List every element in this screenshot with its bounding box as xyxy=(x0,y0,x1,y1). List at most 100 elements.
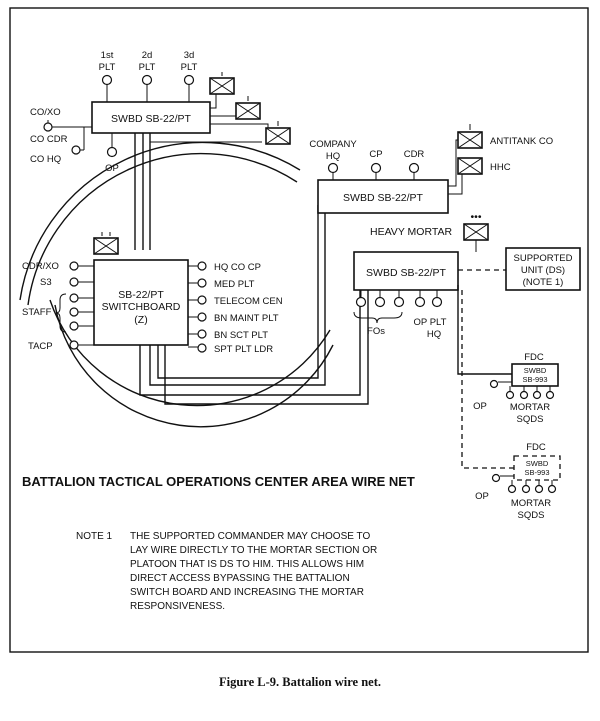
fdc2-terminals xyxy=(491,473,557,494)
co-xo-terminal xyxy=(43,122,53,132)
cp-terminal xyxy=(370,162,382,174)
figure-frame xyxy=(9,7,589,653)
bn-sct-plt-label: BN SCT PLT xyxy=(214,330,268,341)
company-hq-label-b: HQ xyxy=(326,151,340,162)
supported-unit-label-a: SUPPORTED xyxy=(514,253,573,264)
co-cdr-terminal xyxy=(71,145,81,155)
note-line-1: THE SUPPORTED COMMANDER MAY CHOOSE TO xyxy=(130,531,370,542)
note-line-2: LAY WIRE DIRECTLY TO THE MORTAR SECTION … xyxy=(130,545,377,556)
toc-area-arc-outer xyxy=(19,141,301,301)
s3-label: S3 xyxy=(40,277,52,288)
plt-hq-terminal-mortar xyxy=(431,296,443,308)
unit-symbol-plt-1 xyxy=(209,72,235,95)
op-top-label: OP xyxy=(105,163,119,174)
op-fdc2-label: OP xyxy=(475,491,489,502)
co-xo-label: CO/XO xyxy=(30,107,61,118)
swbd-fdc2-label-1: SWBD xyxy=(526,459,549,468)
hq-co-cp-label: HQ CO CP xyxy=(214,262,261,273)
med-plt-label: MED PLT xyxy=(214,279,255,290)
supported-unit-box xyxy=(505,247,581,291)
swbd-battalion-label-1: SB-22/PT xyxy=(118,289,164,301)
note-line-5: SWITCH BOARD AND INCREASING THE MORTAR xyxy=(130,587,364,598)
plt1-label-b: PLT xyxy=(99,62,116,73)
unit-symbol-plt-2 xyxy=(235,96,261,120)
mortar-sqds1-label-a: MORTAR xyxy=(510,402,550,413)
note-label: NOTE 1 xyxy=(76,531,113,542)
mortar-sqds1-label-b: SQDS xyxy=(517,414,544,425)
antitank-co-label: ANTITANK CO xyxy=(490,136,553,147)
fo-terminals xyxy=(353,290,405,324)
spt-plt-ldr-label: SPT PLT LDR xyxy=(214,344,273,355)
swbd-fdc2-label-2: SB-993 xyxy=(524,468,549,477)
cdr-label: CDR xyxy=(404,149,425,160)
plt3-label-a: 3d xyxy=(184,50,195,61)
swbd-fdc1-label-2: SB-993 xyxy=(522,375,547,384)
note-line-3: PLATOON THAT IS DS TO HIM. THIS ALLOWS H… xyxy=(130,559,364,570)
battalion-right-terminals xyxy=(188,261,207,353)
plt2-label-b: PLT xyxy=(139,62,156,73)
swbd-battalion-box xyxy=(93,259,189,346)
plt1-terminal xyxy=(101,74,113,86)
cdr-terminal xyxy=(408,162,420,174)
unit-symbol-antitank-co xyxy=(457,124,483,149)
co-cdr-label: CO CDR xyxy=(30,134,68,145)
op-terminal-mortar xyxy=(414,296,426,308)
op-top-terminal xyxy=(106,146,118,158)
unit-symbol-hhc xyxy=(457,157,483,175)
swbd-heavy-mortar-box xyxy=(353,251,459,291)
cp-label: CP xyxy=(369,149,382,160)
toc-area-arc-lower-inner xyxy=(54,304,334,428)
swbd-fdc1-label-1: SWBD xyxy=(524,366,547,375)
op-plt-hq-label-a: OP PLT xyxy=(414,317,447,328)
swbd-battalion-label-3: (Z) xyxy=(134,314,147,326)
fos-label: FOs xyxy=(367,326,385,337)
telecom-cen-label: TELECOM CEN xyxy=(214,296,283,307)
plt3-terminal xyxy=(183,74,195,86)
op-plt-hq-label-b: HQ xyxy=(427,329,441,340)
plt1-label-a: 1st xyxy=(101,50,114,61)
bn-maint-plt-label: BN MAINT PLT xyxy=(214,313,279,324)
fdc1-terminals xyxy=(489,379,555,400)
wire-bn-to-heavy-mortar-1 xyxy=(139,290,361,396)
unit-symbol-plt-3 xyxy=(265,121,291,145)
wire-to-fdc1 xyxy=(457,285,512,375)
wire-bn-to-heavy-mortar-2 xyxy=(164,290,369,405)
note-line-4: DIRECT ACCESS BYPASSING THE BATTALION xyxy=(130,573,350,584)
supported-unit-label-b: UNIT (DS) xyxy=(521,265,565,276)
swbd-company-box xyxy=(91,101,211,134)
op-fdc1-label: OP xyxy=(473,401,487,412)
tacp-label: TACP xyxy=(28,341,53,352)
toc-area-arc-lower xyxy=(49,299,331,407)
diagram-title: BATTALION TACTICAL OPERATIONS CENTER ARE… xyxy=(22,474,415,489)
swbd-heavy-mortar-label: SWBD SB-22/PT xyxy=(366,267,447,279)
swbd-fdc1-box xyxy=(511,363,559,387)
plt2-label-a: 2d xyxy=(142,50,153,61)
toc-area-arc-inner xyxy=(27,152,298,306)
co-hq-label: CO HQ xyxy=(30,154,61,165)
wire-bn-to-company-hq-1 xyxy=(149,205,326,386)
swbd-battalion-label-2: SWITCHBOARD xyxy=(102,301,181,313)
unit-symbol-heavy-mortar: ••• xyxy=(463,211,489,241)
cdr-xo-label: CDR/XO xyxy=(22,261,59,272)
fdc2-label: FDC xyxy=(526,442,546,453)
mortar-sqds2-label-a: MORTAR xyxy=(511,498,551,509)
staff-label: STAFF xyxy=(22,307,52,318)
figure-caption: Figure L-9. Battalion wire net. xyxy=(219,675,381,689)
plt2-terminal xyxy=(141,74,153,86)
wire-trunk-co-to-bn xyxy=(134,133,151,250)
company-hq-terminal xyxy=(327,162,339,174)
supported-unit-label-c: (NOTE 1) xyxy=(523,277,564,288)
hhc-label: HHC xyxy=(490,162,511,173)
heavy-mortar-label: HEAVY MORTAR xyxy=(370,226,452,238)
swbd-company-hq-label: SWBD SB-22/PT xyxy=(343,192,424,204)
note-line-6: RESPONSIVENESS. xyxy=(130,601,225,612)
mortar-sqds2-label-b: SQDS xyxy=(518,510,545,521)
swbd-fdc2-box xyxy=(513,455,561,481)
fdc1-label: FDC xyxy=(524,352,544,363)
wire-to-fdc2 xyxy=(461,290,514,469)
svg-text:•••: ••• xyxy=(470,211,481,223)
unit-symbol-battalion xyxy=(93,232,119,255)
wire-bn-to-company-hq-2 xyxy=(157,205,319,379)
plt3-label-b: PLT xyxy=(181,62,198,73)
